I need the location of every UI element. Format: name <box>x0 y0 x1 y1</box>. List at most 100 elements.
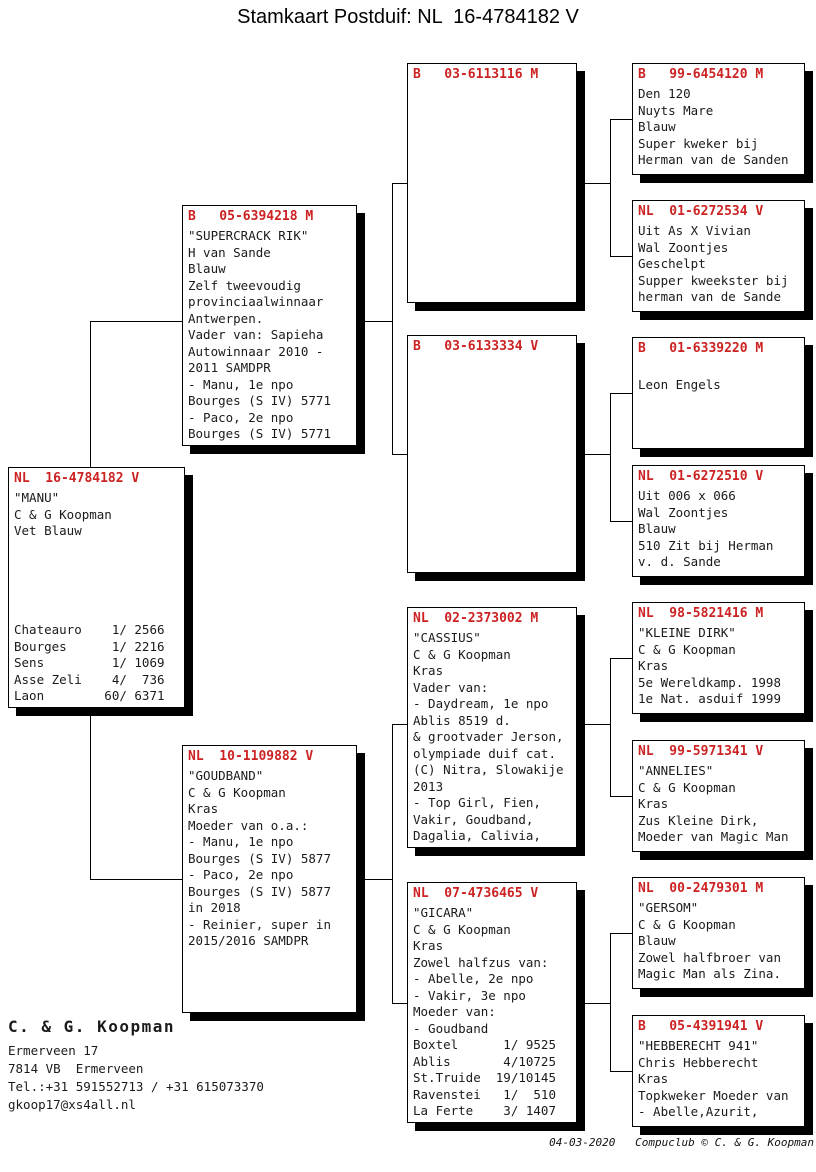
box-text-line: Topkweker Moeder van <box>638 1087 789 1103</box>
box-text-line: Autowinnaar 2010 - <box>188 343 324 359</box>
box-text-line: 2013 <box>413 778 444 794</box>
box-text-line: Zus Kleine Dirk, <box>638 812 759 828</box>
box-text-line: - Paco, 2e npo <box>188 867 294 882</box>
box-text-line: Sens 1/ 1069 <box>14 655 165 670</box>
connector-line <box>577 1003 610 1004</box>
box-text-line: C & G Koopman <box>14 506 112 522</box>
box-text-line: Den 120 <box>638 86 691 101</box>
box-text-line: C & G Koopman <box>413 921 511 937</box>
box-text-line <box>14 606 179 623</box>
box-text-line: C & G Koopman <box>188 784 286 800</box>
box-text-line: "MANU" <box>14 490 60 505</box>
box-text-line: provinciaalwinnaar <box>188 294 324 309</box>
pedigree-box-great-grandparent-8: B 05-4391941 V "HEBBERECHT 941"Chris Heb… <box>632 1015 805 1127</box>
ring-number: B 03-6133334 V <box>413 339 539 354</box>
box-text-line: Uit As X Vivian <box>638 223 751 238</box>
owner-name: C. & G. Koopman <box>8 1017 175 1036</box>
box-text-line: herman van de Sande <box>638 289 781 304</box>
connector-line <box>577 724 610 725</box>
box-text-line: Nuyts Mare <box>638 102 714 118</box>
box-text-line: "GOUDBAND" <box>188 768 264 783</box>
ring-number: NL 99-5971341 V <box>638 744 764 759</box>
box-text-line: Supper kweekster bij <box>638 272 789 288</box>
box-text-line: Ablis 8519 d. <box>413 712 511 728</box>
connector-line <box>610 119 611 256</box>
box-text-line: Kras <box>638 1071 669 1086</box>
box-text-line: - Manu, 1e npo <box>188 834 294 849</box>
box-text-line: Uit 006 x 066 <box>638 488 736 503</box>
box-text-line: "GERSOM" <box>638 900 699 915</box>
ring-number: NL 01-6272534 V <box>638 204 764 219</box>
box-text-line: - Paco, 2e npo <box>188 409 294 425</box>
box-text-line <box>638 360 799 377</box>
box-text-line: - Abelle, 2e npo <box>413 971 534 986</box>
box-text-line: Laon 60/ 6371 <box>14 688 165 703</box>
box-text-line: Kras <box>638 796 669 811</box>
box-text-line: Chateauro 1/ 2566 <box>14 622 165 637</box>
connector-line <box>392 183 393 454</box>
box-text-line: "KLEINE DIRK" <box>638 625 736 640</box>
box-text-line <box>14 573 179 590</box>
box-text-line: Wal Zoontjes <box>638 504 729 520</box>
box-text-line: gkoop17@xs4all.nl <box>8 1097 136 1112</box>
footer-note: 04-03-2020 Compuclub © C. & G. Koopman <box>549 1136 814 1149</box>
connector-line <box>392 454 407 455</box>
ring-number: NL 16-4784182 V <box>14 471 140 486</box>
ring-number: NL 01-6272510 V <box>638 469 764 484</box>
box-text-line: in 2018 <box>188 900 241 915</box>
box-text-line: Chris Hebberecht <box>638 1054 759 1070</box>
box-text-line: Vader van: <box>413 679 489 695</box>
box-text-line <box>14 589 179 606</box>
box-text-line: 1e Nat. asduif 1999 <box>638 691 781 706</box>
box-text-line: Blauw <box>638 933 676 948</box>
box-text-line: Ravenstei 1/ 510 <box>413 1086 556 1102</box>
box-text-line: Ablis 4/10725 <box>413 1053 556 1069</box>
pedigree-box-great-grandparent-5: NL 98-5821416 M "KLEINE DIRK"C & G Koopm… <box>632 602 805 714</box>
ring-number: B 03-6113116 M <box>413 67 539 82</box>
box-text-line: "ANNELIES" <box>638 763 714 778</box>
connector-line <box>392 724 407 725</box>
box-text-line: 510 Zit bij Herman <box>638 537 774 553</box>
box-text-line: Vet Blauw <box>14 523 82 538</box>
box-text-line: Boxtel 1/ 9525 <box>413 1037 556 1052</box>
box-text-line: La Ferte 3/ 1407 <box>413 1103 556 1118</box>
box-text-line: Bourges (S IV) 5877 <box>188 883 331 899</box>
box-text-line: Zelf tweevoudig <box>188 277 301 293</box>
ring-number: NL 02-2373002 M <box>413 611 539 626</box>
connector-line <box>610 796 632 797</box>
connector-line <box>610 658 632 659</box>
box-text-line: Bourges (S IV) 5877 <box>188 850 331 866</box>
box-text-line: C & G Koopman <box>638 916 736 932</box>
box-text-line: Kras <box>413 663 444 678</box>
box-text-line: Zowel halfbroer van <box>638 949 781 965</box>
page-title: Stamkaart Postduif: NL 16-4784182 V <box>237 6 579 28</box>
box-text-line: Moeder van: <box>413 1004 496 1019</box>
box-text-line: Magic Man als Zina. <box>638 966 781 981</box>
ring-number: B 05-4391941 V <box>638 1019 764 1034</box>
box-text-line: H van Sande <box>188 244 271 260</box>
pedigree-box-great-grandparent-3: B 01-6339220 M Leon Engels <box>632 337 805 449</box>
connector-line <box>610 521 632 522</box>
box-text-line: C & G Koopman <box>638 641 736 657</box>
connector-line <box>577 183 610 184</box>
box-text-line: "GICARA" <box>413 905 474 920</box>
box-text-line: C & G Koopman <box>638 779 736 795</box>
connector-line <box>392 183 407 184</box>
box-text-line: Antwerpen. <box>188 310 264 326</box>
box-text-line <box>14 556 179 573</box>
box-text-line: - Reinier, super in <box>188 916 331 932</box>
box-text-line: - Vakir, 3e npo <box>413 987 526 1003</box>
